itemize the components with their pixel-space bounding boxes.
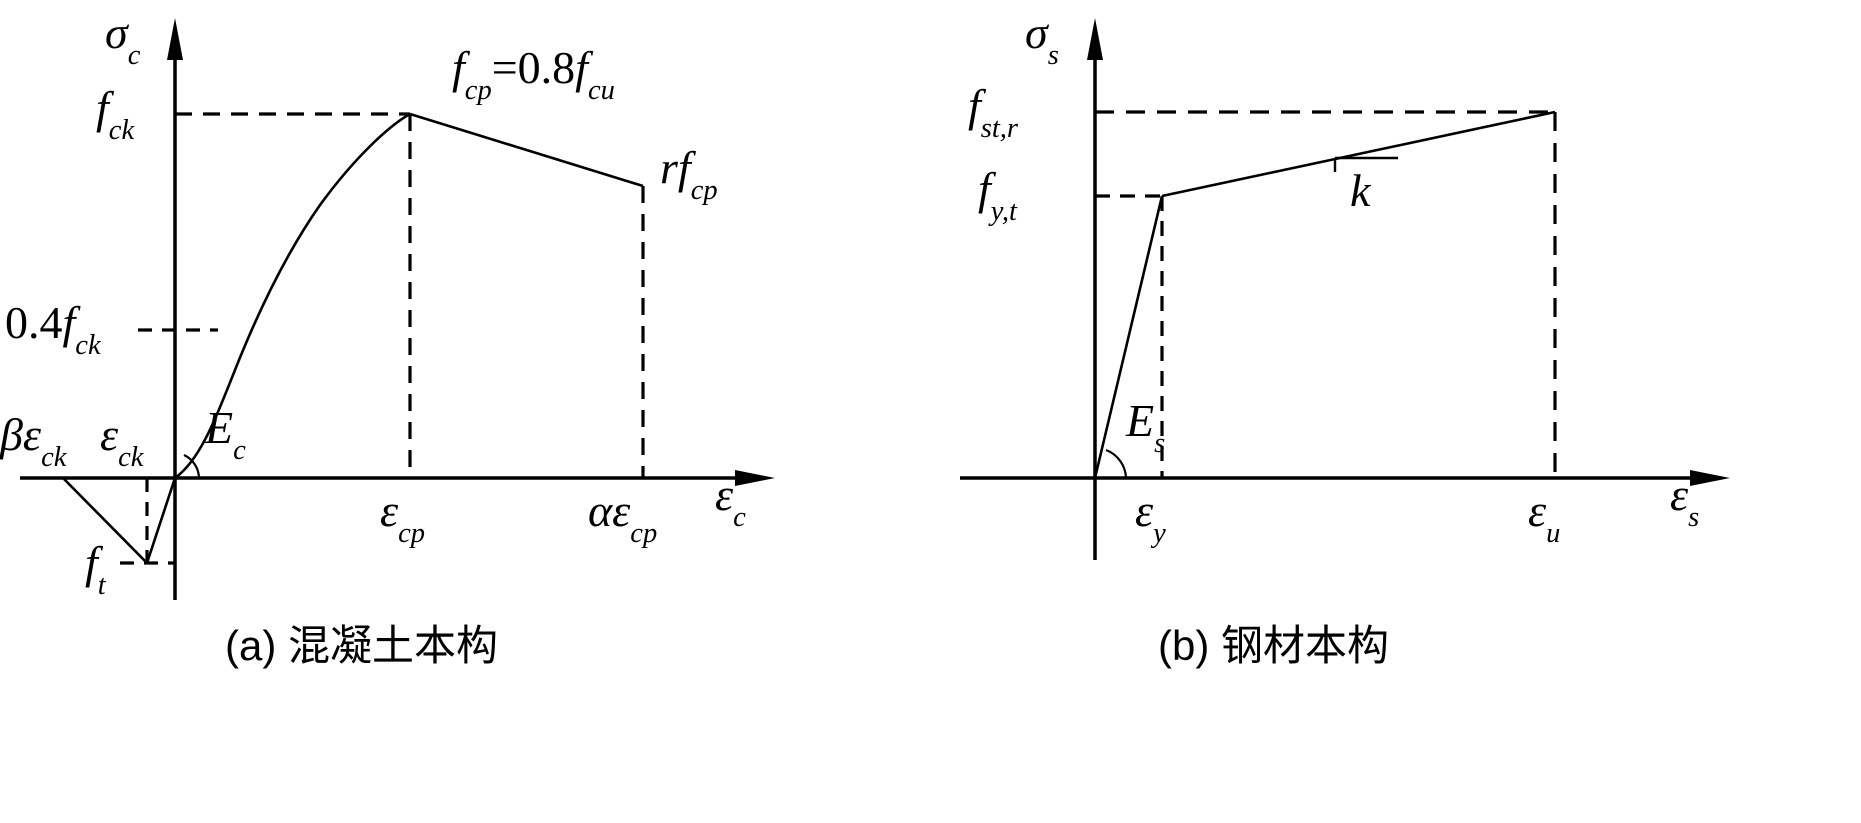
fcp-symbol: f (452, 42, 465, 93)
fcu-symbol: f (575, 42, 588, 93)
x-axis-arrow (735, 470, 775, 486)
Es-angle-arc (1105, 448, 1128, 479)
beta-eps-subscript: ck (41, 442, 67, 474)
label-eps-u: εu (1528, 485, 1560, 549)
eps-ck-subscript: ck (118, 442, 144, 474)
r-symbol: r (660, 142, 678, 193)
fstr-subscript: st,r (980, 113, 1019, 145)
alpha-eps-subscript: cp (630, 518, 658, 550)
label-beta-eps-ck: βεck (0, 409, 66, 473)
concrete-tension-softening-branch (62, 477, 148, 564)
epsc-subscript: c (733, 502, 746, 534)
label-0-4-f-ck: 0.4fck (5, 297, 101, 361)
epsy-subscript: y (1153, 518, 1166, 550)
caption-panel-b: (b) 钢材本构 (1158, 622, 1390, 669)
beta-eps-symbol: ε (22, 409, 42, 460)
fstr-symbol: f (968, 80, 981, 131)
rfcp-subscript: cp (690, 175, 718, 207)
concrete-chart-svg (20, 18, 775, 600)
f-ck-subscript: ck (108, 115, 135, 147)
ft-symbol: f (85, 537, 98, 588)
epsu-subscript: u (1546, 518, 1561, 550)
x-axis-label-eps-s: εs (1670, 469, 1699, 533)
label-eps-ck: εck (100, 409, 143, 473)
label-Es: Es (1126, 395, 1165, 459)
sigma-subscript: c (127, 40, 141, 72)
label-f-cp-formula: fcp=0.8fcu (452, 42, 615, 106)
steel-hardening-branch (1161, 110, 1556, 198)
alpha-eps-symbol: ε (612, 485, 631, 536)
epscp-symbol: ε (380, 485, 399, 536)
f-ck-symbol: f (96, 82, 109, 133)
alpha-symbol: α (588, 485, 613, 536)
fcu-subscript: cu (587, 75, 615, 107)
epsy-symbol: ε (1135, 485, 1154, 536)
fyt-subscript: y,t (990, 196, 1017, 228)
label-alpha-eps-cp: αεcp (588, 485, 657, 549)
Es-subscript: s (1154, 428, 1166, 460)
x-axis-label-eps-c: εc (715, 469, 746, 533)
label-Ec: Ec (205, 402, 246, 466)
elastic-subscript: ck (75, 330, 101, 362)
elastic-f-symbol: f (62, 297, 76, 348)
sigma-symbol: σ (1025, 7, 1048, 58)
panel-concrete: σc fck 0.4fck βεck εck Ec ft fcp=0.8fcu (0, 0, 930, 823)
Ec-subscript: c (233, 435, 246, 467)
y-axis-label-sigma-c: σc (105, 7, 140, 71)
ft-subscript: t (97, 570, 106, 602)
label-f-st-r: fst,r (968, 80, 1018, 144)
sigma-subscript: s (1047, 40, 1059, 72)
concrete-compression-descending-branch (409, 112, 644, 188)
label-k-slope: k (1350, 168, 1370, 214)
Ec-symbol: E (205, 402, 234, 453)
concrete-compression-ascending-curve (174, 112, 411, 480)
Es-symbol: E (1126, 395, 1155, 446)
sigma-symbol: σ (105, 7, 128, 58)
epsu-symbol: ε (1528, 485, 1547, 536)
label-r-f-cp: rfcp (660, 142, 718, 206)
eps-ck-symbol: ε (100, 409, 119, 460)
fcp-equals-value: =0.8 (491, 42, 576, 93)
y-axis-arrow (167, 18, 183, 60)
steel-chart-svg (960, 18, 1730, 560)
label-f-ck: fck (96, 82, 134, 146)
concrete-tension-branch (145, 477, 177, 564)
label-f-y-t: fy,t (978, 163, 1017, 227)
y-axis-arrow (1087, 18, 1103, 60)
label-eps-y: εy (1135, 485, 1166, 549)
rfcp-f-symbol: f (677, 142, 691, 193)
elastic-prefix: 0.4 (5, 297, 63, 348)
epss-symbol: ε (1670, 469, 1689, 520)
label-f-t: ft (85, 537, 106, 601)
epss-subscript: s (1688, 502, 1700, 534)
fcp-subscript: cp (464, 75, 492, 107)
label-eps-cp: εcp (380, 485, 425, 549)
fyt-symbol: f (978, 163, 991, 214)
x-axis-arrow (1690, 470, 1730, 486)
beta-symbol: β (0, 409, 23, 460)
steel-elastic-branch (1093, 195, 1164, 479)
epsc-symbol: ε (715, 469, 734, 520)
k-symbol: k (1350, 165, 1371, 216)
y-axis-label-sigma-s: σs (1025, 7, 1059, 71)
caption-panel-a: (a) 混凝土本构 (225, 622, 499, 669)
panel-steel: σs fst,r fy,t Es k εy εu εs (b) (930, 0, 1861, 823)
epscp-subscript: cp (398, 518, 426, 550)
Ec-angle-arc (183, 454, 201, 479)
